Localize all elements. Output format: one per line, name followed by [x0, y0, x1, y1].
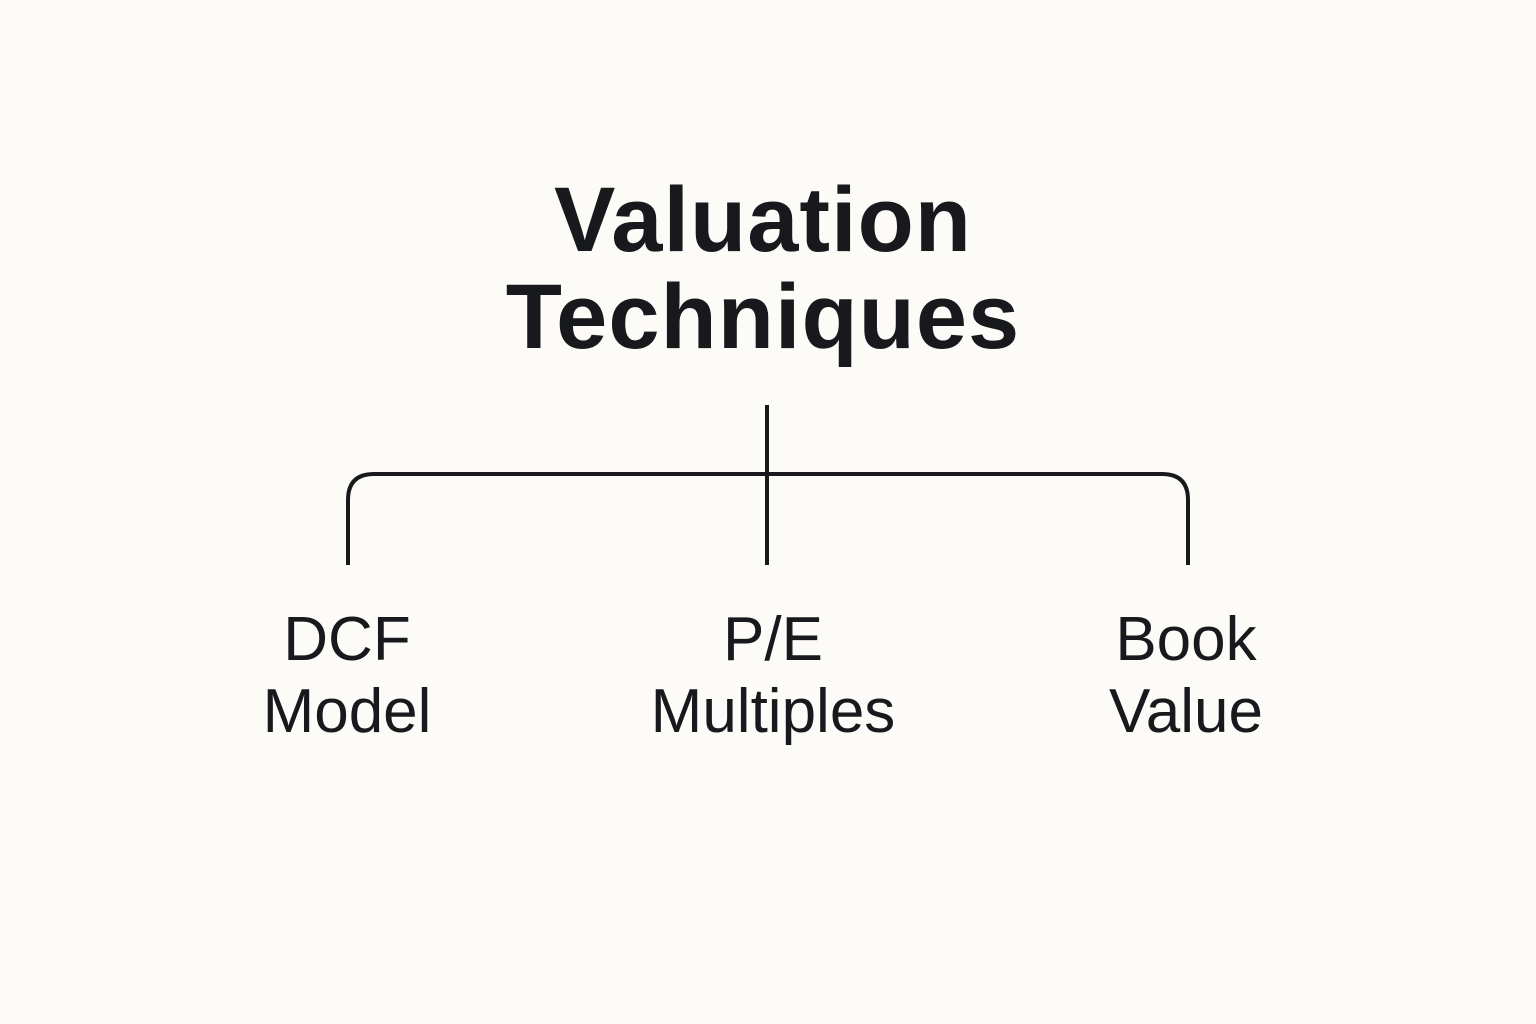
- node-line-1: Book: [1115, 605, 1257, 674]
- title-line-2: Techniques: [505, 266, 1021, 368]
- node-line-2: Model: [262, 677, 432, 746]
- node-book-value: Book Value: [986, 604, 1386, 748]
- node-line-1: DCF: [283, 605, 411, 674]
- node-line-1: P/E: [723, 605, 823, 674]
- title-line-1: Valuation: [554, 169, 972, 271]
- node-pe-multiples: P/E Multiples: [573, 604, 973, 748]
- node-line-2: Multiples: [650, 677, 896, 746]
- branch-bracket: [346, 472, 1190, 565]
- diagram-title: Valuation Techniques: [0, 172, 1536, 366]
- node-dcf-model: DCF Model: [147, 604, 547, 748]
- node-line-2: Value: [1109, 677, 1263, 746]
